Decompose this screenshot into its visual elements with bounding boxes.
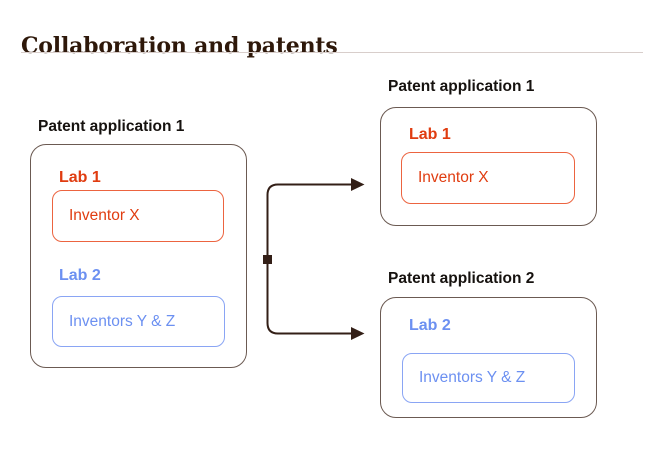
inventor-x-box: Inventor X — [52, 190, 224, 242]
target2-patent-box: Lab 2 Inventors Y & Z — [380, 297, 597, 418]
target1-inventor-x-label: Inventor X — [418, 169, 489, 186]
lab-1-label: Lab 1 — [59, 169, 101, 186]
target2-lab-2-label: Lab 2 — [409, 317, 451, 334]
lab-2-label: Lab 2 — [59, 267, 101, 284]
target2-patent-label: Patent application 2 — [388, 270, 535, 287]
inventor-x-label: Inventor X — [69, 207, 140, 224]
arrowhead-top-icon — [351, 178, 365, 191]
target1-inventor-x-box: Inventor X — [401, 152, 575, 204]
arrowhead-bottom-icon — [351, 327, 365, 340]
page-title: Collaboration and patents — [21, 32, 338, 59]
inventors-yz-box: Inventors Y & Z — [52, 296, 225, 347]
title-divider — [21, 52, 643, 53]
target1-patent-box: Lab 1 Inventor X — [380, 107, 597, 226]
connector-branch-bottom — [266, 263, 352, 335]
source-patent-label: Patent application 1 — [38, 118, 185, 135]
target2-inventors-yz-label: Inventors Y & Z — [419, 369, 526, 386]
split-connector — [263, 178, 365, 340]
junction-node — [263, 255, 272, 264]
inventors-yz-label: Inventors Y & Z — [69, 312, 176, 330]
target1-lab-1-label: Lab 1 — [409, 126, 451, 143]
connector-branch-top — [266, 183, 352, 255]
source-patent-box: Lab 1 Inventor X Lab 2 Inventors Y & Z — [30, 144, 247, 368]
target1-patent-label: Patent application 1 — [388, 78, 535, 95]
target2-inventors-yz-box: Inventors Y & Z — [402, 353, 575, 403]
